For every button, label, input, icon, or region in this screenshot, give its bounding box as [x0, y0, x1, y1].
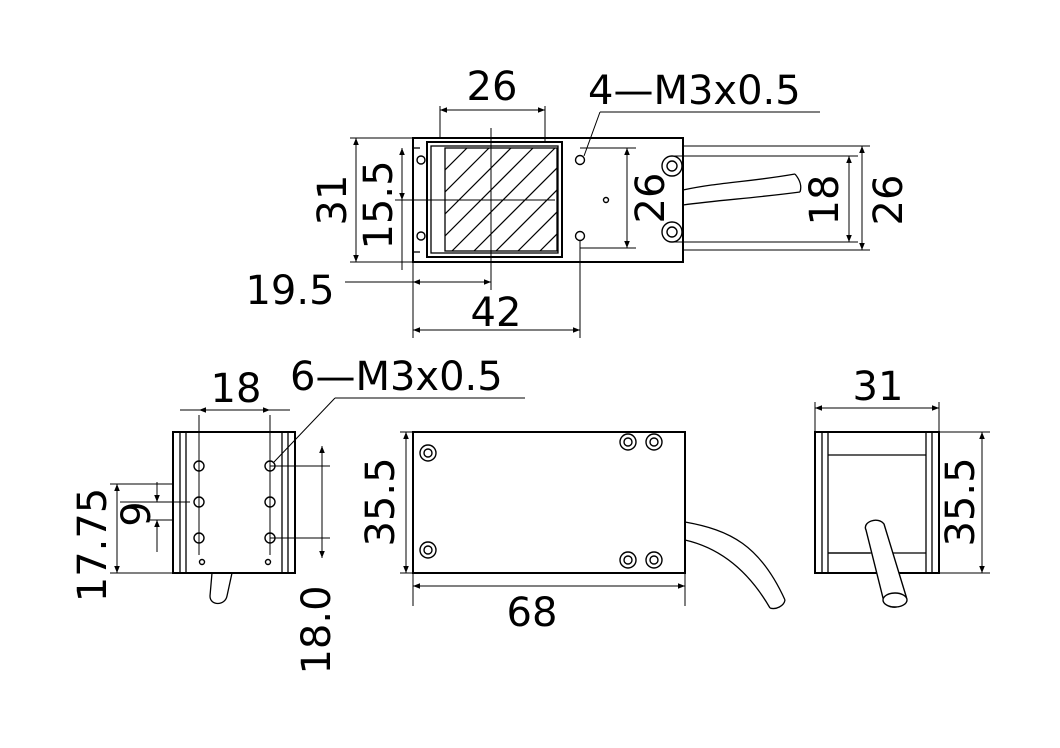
dim-label-18: 18 — [802, 175, 848, 226]
dim-label-outer-26: 26 — [866, 175, 912, 226]
top-view: 26 4—M3x0.5 31 15.5 19.5 42 26 18 — [245, 64, 912, 338]
m3-hole — [574, 154, 586, 166]
dim-label-15-5: 15.5 — [356, 160, 402, 249]
top-view-cable — [682, 173, 796, 191]
dim-label-26: 26 — [467, 64, 518, 110]
end-dim-label-35-5: 35.5 — [938, 457, 984, 546]
front-cable — [684, 521, 786, 601]
side-dim-label-17-75: 17.75 — [70, 488, 116, 603]
end-dim-label-31: 31 — [853, 364, 904, 410]
front-dim-label-35-5: 35.5 — [358, 457, 404, 546]
callout-6-m3: 6—M3x0.5 — [290, 354, 503, 400]
m3-hole — [574, 230, 586, 242]
hatch-pattern — [445, 148, 557, 251]
side-dim-label-9: 9 — [114, 501, 160, 526]
front-view-body — [412, 431, 686, 574]
side-left-body — [172, 431, 296, 574]
dim-label-31: 31 — [310, 175, 356, 226]
dim-label-inner-26: 26 — [628, 173, 674, 224]
dim-label-42: 42 — [471, 290, 522, 336]
front-view: 35.5 68 — [358, 431, 786, 636]
side-dim-label-18: 18 — [211, 366, 262, 412]
side-left-view: 18 6—M3x0.5 17.75 9 18.0 — [70, 354, 525, 675]
end-view: 31 35.5 — [814, 364, 990, 608]
dim-label-19-5: 19.5 — [245, 268, 334, 314]
callout-4-m3: 4—M3x0.5 — [588, 68, 801, 114]
side-cable — [209, 572, 233, 605]
front-dim-label-68: 68 — [507, 590, 558, 636]
side-dim-label-18-0: 18.0 — [294, 585, 340, 674]
